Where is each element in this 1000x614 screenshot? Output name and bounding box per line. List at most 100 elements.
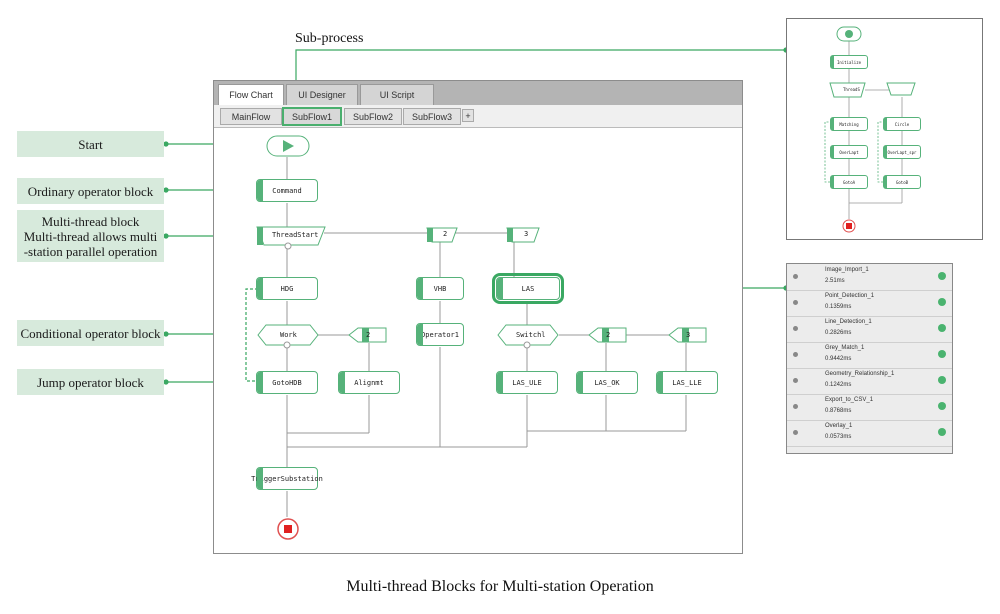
switch-branch-2[interactable]: [588, 326, 628, 344]
add-subflow-button[interactable]: +: [462, 109, 474, 122]
trigger-substation-label: TriggerSubstation: [251, 474, 323, 483]
subflow-node-overlapt-spr-label: OverLapt_spr: [887, 149, 917, 155]
timing-row-name: Export_to_CSV_1: [825, 397, 874, 403]
command-node[interactable]: Command: [256, 179, 318, 202]
subtab-mainflow[interactable]: MainFlow: [220, 108, 282, 125]
las-ule-node-label: LAS_ULE: [512, 378, 542, 387]
status-dot-icon: [793, 274, 798, 279]
thread-branch-2-label: 2: [443, 230, 448, 238]
work-branch-2[interactable]: [348, 326, 388, 344]
subflow-node-matching[interactable]: Matching: [830, 117, 868, 131]
hdg-node[interactable]: HDG: [256, 277, 318, 300]
subflow-node-gotob[interactable]: GotoB: [883, 175, 921, 189]
subflow-node-gotoa[interactable]: GotoA: [830, 175, 868, 189]
threadstart-label: ThreadStart: [272, 231, 319, 239]
ok-status-icon: [938, 350, 946, 358]
gotohdb-node[interactable]: GotoHDB: [256, 371, 318, 394]
ok-status-icon: [938, 376, 946, 384]
timing-row[interactable]: Export_to_CSV_1 0.8768ms: [787, 394, 952, 421]
subflow-node-initialize[interactable]: Initialize: [830, 55, 868, 69]
timing-row-time: 0.1242ms: [825, 382, 852, 388]
subflow-node-threads-label: ThreadS: [843, 87, 860, 92]
timing-row[interactable]: Grey_Match_1 0.9442ms: [787, 342, 952, 369]
tab-flow-chart[interactable]: Flow Chart: [218, 84, 284, 105]
subflow-node-matching-label: Matching: [839, 121, 859, 127]
timing-row[interactable]: Overlay_1 0.0573ms: [787, 420, 952, 447]
las-ok-node[interactable]: LAS_OK: [576, 371, 638, 394]
ok-status-icon: [938, 402, 946, 410]
status-dot-icon: [793, 404, 798, 409]
tab-bar: Flow Chart UI Designer UI Script: [214, 81, 742, 105]
switch-condition-label: Switchl: [516, 331, 546, 339]
las-node[interactable]: LAS: [492, 273, 564, 304]
las-lle-node[interactable]: LAS_LLE: [656, 371, 718, 394]
vhb-node-label: VHB: [433, 284, 447, 293]
timing-row-time: 2.51ms: [825, 278, 845, 284]
timing-row-name: Image_Import_1: [825, 267, 869, 273]
hdg-node-label: HDG: [280, 284, 294, 293]
ok-status-icon: [938, 428, 946, 436]
operator1-node-label: Operator1: [421, 330, 459, 339]
timing-row[interactable]: Line_Detection_1 0.2826ms: [787, 316, 952, 343]
subflow-node-overlapt[interactable]: OverLapt: [830, 145, 868, 159]
subflow-node-gotob-label: GotoB: [895, 179, 909, 185]
thread-branch-3[interactable]: [506, 226, 540, 244]
timing-panel: Image_Import_1 2.51ms Point_Detection_1 …: [786, 263, 953, 454]
gotohdb-node-label: GotoHDB: [272, 378, 302, 387]
alignment-node-label: Alignmt: [354, 378, 384, 387]
flow-connectors: [245, 157, 687, 517]
tab-ui-script[interactable]: UI Script: [360, 84, 434, 105]
subflow-tab-bar: MainFlow SubFlow1 SubFlow2 SubFlow3 +: [214, 105, 742, 128]
subflow-node-overlapt-spr[interactable]: OverLapt_spr: [883, 145, 921, 159]
subflow-node-circle[interactable]: Circle: [883, 117, 921, 131]
threadstart-node[interactable]: [256, 224, 326, 250]
status-dot-icon: [793, 300, 798, 305]
callout-multithread-line2: Multi-thread allows multi: [23, 228, 158, 244]
timing-row-time: 0.9442ms: [825, 356, 852, 362]
work-condition-node[interactable]: [256, 323, 320, 349]
subtab-subflow2[interactable]: SubFlow2: [344, 108, 402, 125]
callout-multithread-line3: -station parallel operation: [23, 243, 158, 259]
timing-row-name: Point_Detection_1: [825, 293, 875, 299]
alignment-node[interactable]: Alignmt: [338, 371, 400, 394]
callout-multithread-line1: Multi-thread block: [41, 213, 140, 229]
timing-row-name: Grey_Match_1: [825, 345, 865, 351]
switch-branch-3-label: 3: [686, 331, 691, 339]
start-node[interactable]: [266, 135, 310, 157]
ok-status-icon: [938, 298, 946, 306]
trigger-substation-node[interactable]: TriggerSubstation: [251, 467, 323, 490]
subflow-connectors: [824, 26, 916, 233]
subtab-subflow3[interactable]: SubFlow3: [403, 108, 461, 125]
subtab-subflow1[interactable]: SubFlow1: [282, 107, 342, 126]
subflow-node-initialize-label: Initialize: [836, 59, 862, 65]
stop-node[interactable]: [276, 517, 300, 541]
stop-icon: [284, 525, 292, 533]
las-ule-node[interactable]: LAS_ULE: [496, 371, 558, 394]
vhb-node[interactable]: VHB: [416, 277, 464, 300]
callout-conditional-operator: Conditional operator block: [17, 320, 164, 346]
operator1-node[interactable]: Operator1: [416, 323, 464, 346]
ok-status-icon: [938, 324, 946, 332]
thread-branch-3-label: 3: [524, 230, 529, 238]
switch-condition-node[interactable]: [496, 323, 560, 349]
switch-branch-3[interactable]: [668, 326, 708, 344]
flow-editor-window: Flow Chart UI Designer UI Script MainFlo…: [213, 80, 743, 554]
callout-ordinary-operator: Ordinary operator block: [17, 178, 164, 204]
subflow-node-gotoa-label: GotoA: [842, 179, 856, 185]
status-dot-icon: [793, 378, 798, 383]
timing-row[interactable]: Point_Detection_1 0.1359ms: [787, 290, 952, 317]
subprocess-label: Sub-process: [295, 31, 364, 46]
timing-row[interactable]: Image_Import_1 2.51ms: [787, 264, 952, 291]
timing-row-time: 0.2826ms: [825, 330, 852, 336]
switch-branch-2-label: 2: [606, 331, 611, 339]
status-dot-icon: [793, 352, 798, 357]
tab-ui-designer[interactable]: UI Designer: [286, 84, 358, 105]
timing-row-time: 0.8768ms: [825, 408, 852, 414]
timing-row[interactable]: Geometry_Relationship_1 0.1242ms: [787, 368, 952, 395]
work-condition-label: Work: [280, 331, 297, 339]
status-dot-icon: [793, 326, 798, 331]
status-dot-icon: [793, 430, 798, 435]
play-icon: [283, 140, 294, 152]
thread-branch-2[interactable]: [426, 226, 458, 244]
las-node-label: LAS: [521, 284, 535, 293]
